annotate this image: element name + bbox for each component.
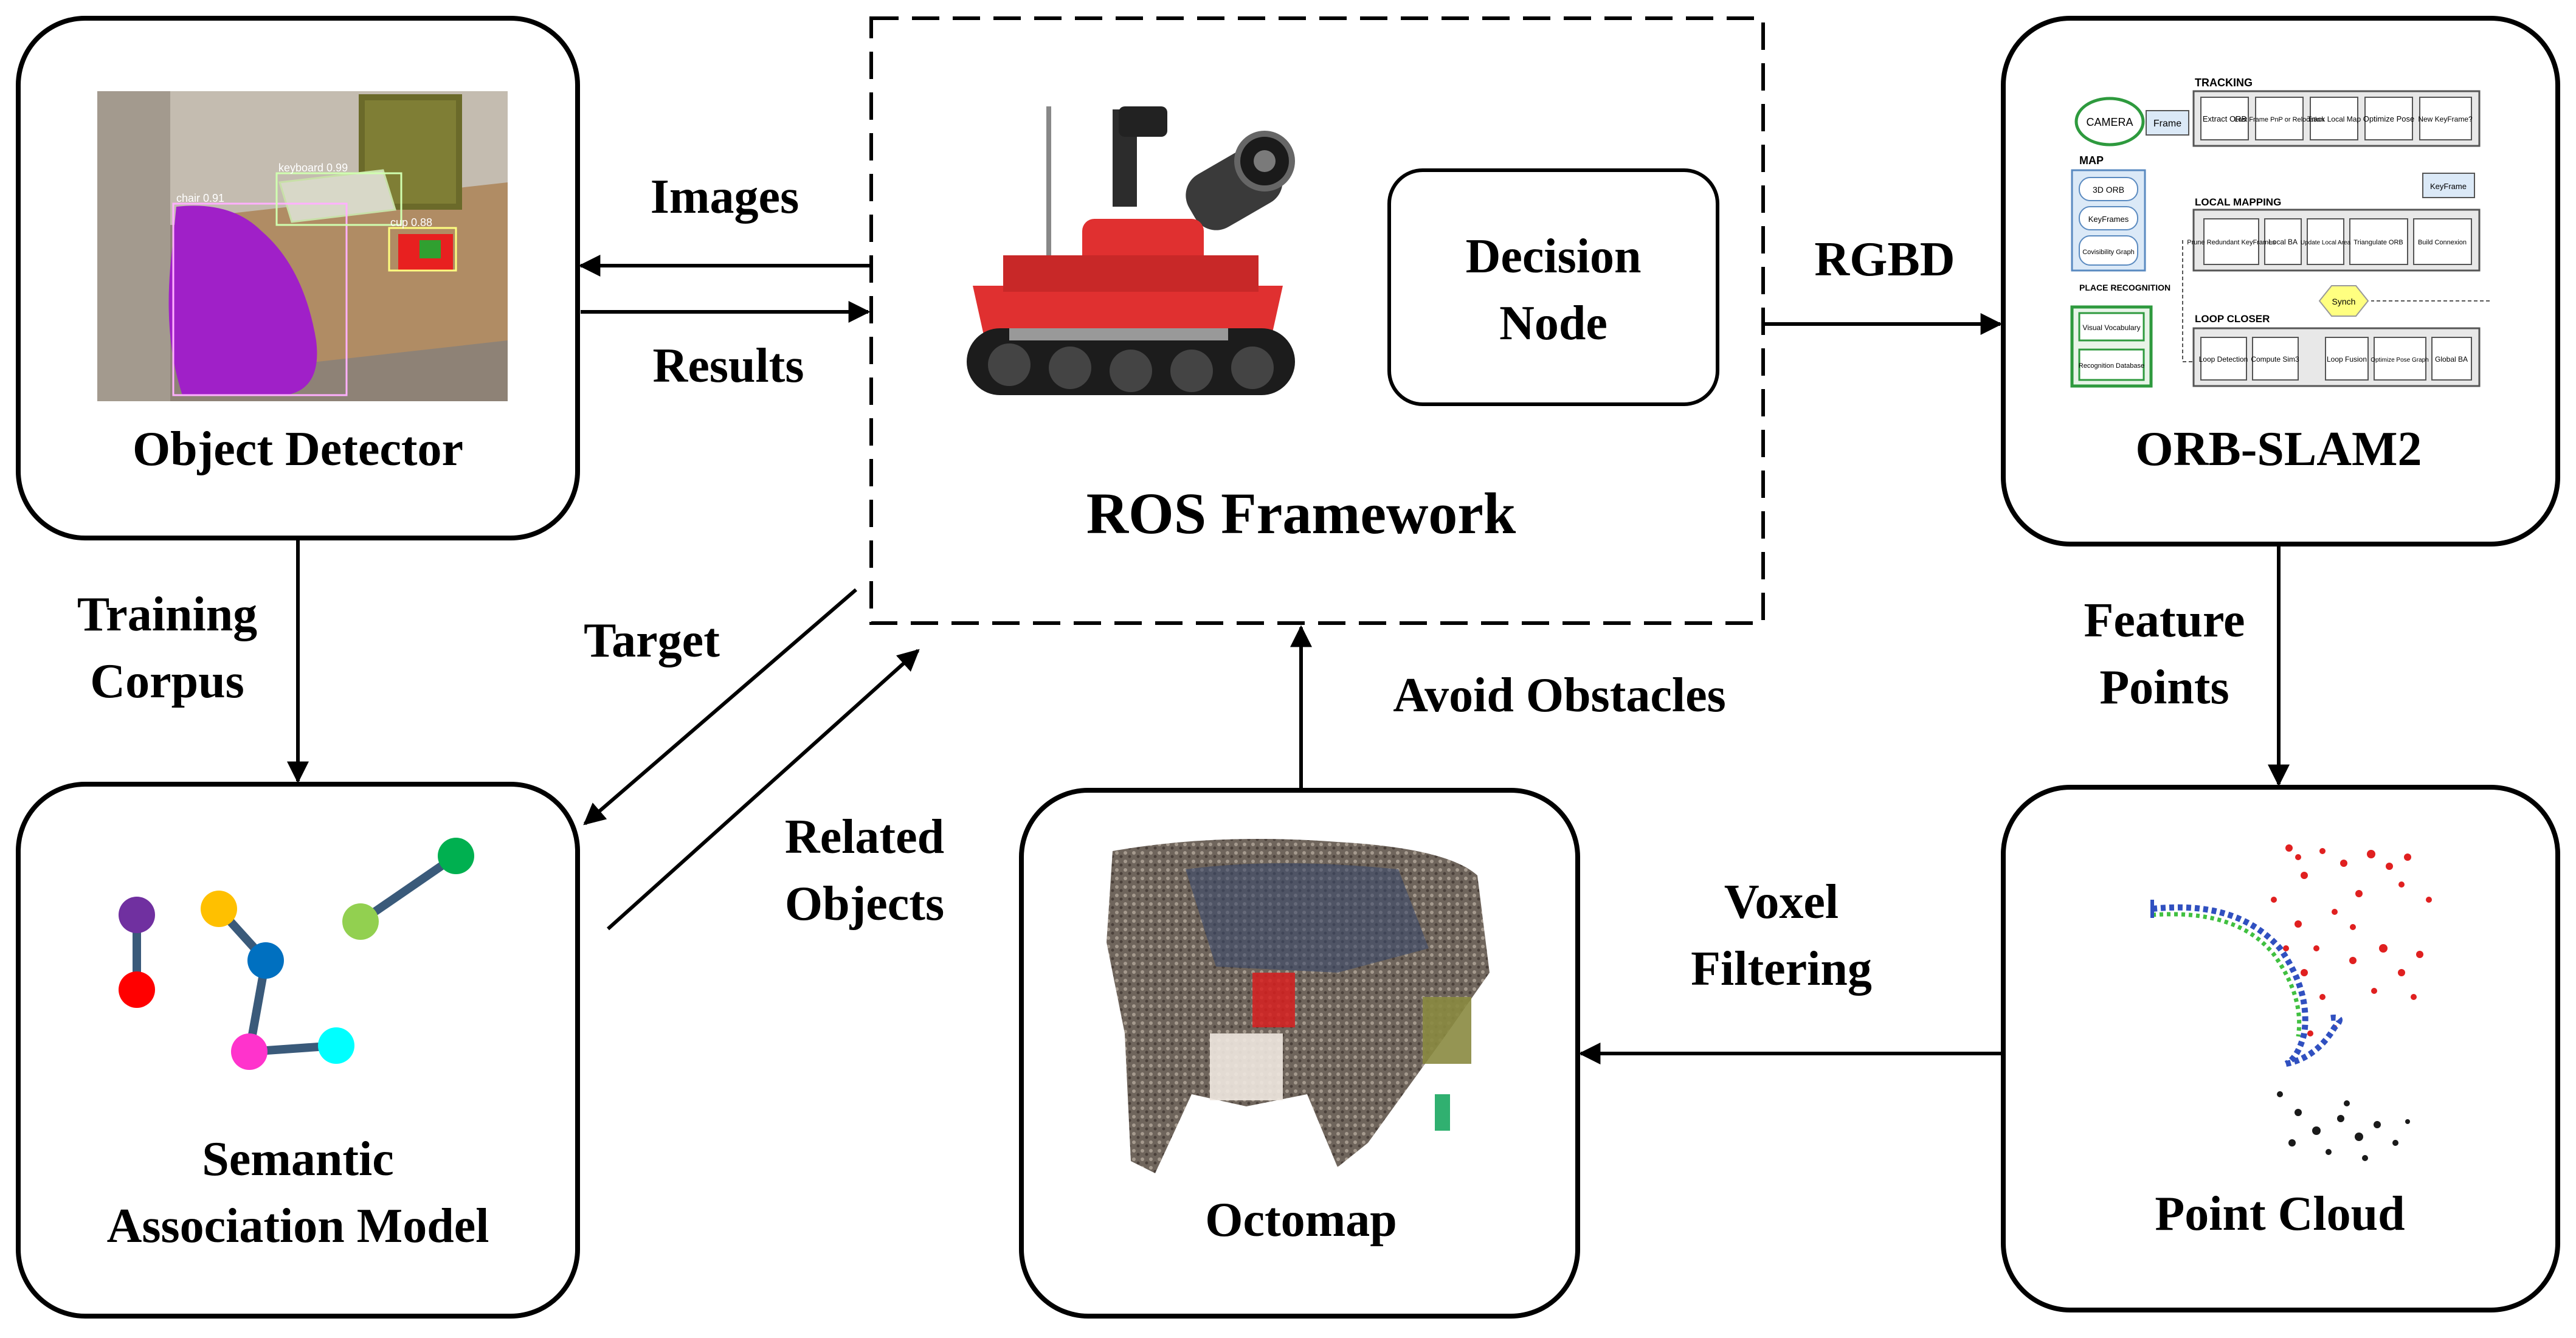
- orb-loop-closer: LOOP CLOSER: [2195, 313, 2270, 325]
- orb-map: MAP: [2079, 154, 2104, 167]
- edge-label-training-line2: Corpus: [90, 655, 244, 708]
- detection-label-keyboard: keyboard 0.99: [278, 162, 348, 174]
- semantic-model-line2: Association Model: [107, 1199, 489, 1253]
- orb-track-step-3: Track Local Map: [2307, 115, 2361, 123]
- graph-node-blue: [247, 942, 284, 979]
- orb-map-item-1: 3D ORB: [2093, 185, 2124, 195]
- orb-loop-step-5: Global BA: [2435, 355, 2468, 364]
- edge-label-voxel-line2: Filtering: [1691, 942, 1872, 996]
- orb-map-item-3: Covisibility Graph: [2082, 249, 2135, 256]
- detection-label-chair: chair 0.91: [176, 192, 224, 204]
- object-detector-node: chair 0.91 keyboard 0.99 cup 0.88 cabine…: [16, 16, 580, 540]
- object-detector-label: Object Detector: [133, 422, 463, 476]
- ros-framework-label: ROS Framework: [1086, 481, 1516, 546]
- orb-loop-step-2: Compute Sim3: [2251, 355, 2299, 364]
- octomap-label: Octomap: [1205, 1193, 1397, 1247]
- graph-node-pink: [231, 1033, 268, 1070]
- edge-label-target: Target: [584, 614, 720, 667]
- semantic-association-model-node: Semantic Association Model: [16, 782, 580, 1319]
- orb-local-mapping: LOCAL MAPPING: [2195, 196, 2281, 208]
- orb-frame: Frame: [2153, 119, 2181, 129]
- graph-node-yellow: [201, 891, 237, 927]
- orb-map-item-2: KeyFrames: [2088, 215, 2129, 224]
- point-cloud-image: [2150, 844, 2432, 1161]
- graph-node-cyan: [318, 1027, 354, 1064]
- orb-keyframe: KeyFrame: [2430, 182, 2467, 191]
- edge-label-training-line1: Training: [77, 588, 257, 641]
- edge-label-avoid-obstacles: Avoid Obstacles: [1393, 669, 1725, 722]
- edge-label-related-line2: Objects: [785, 877, 944, 931]
- octomap-node: Octomap: [1019, 788, 1580, 1319]
- edge-label-results: Results: [653, 339, 804, 393]
- detection-label-cup: cup 0.88: [390, 216, 432, 229]
- orb-camera: CAMERA: [2086, 116, 2133, 128]
- point-cloud-node: Point Cloud: [2001, 785, 2560, 1312]
- orb-lm-step-3: Update Local Area: [2301, 240, 2351, 246]
- orb-lm-step-2: Local BA: [2268, 238, 2298, 246]
- decision-node: Decision Node: [1387, 168, 1719, 406]
- orb-synch: Synch: [2332, 297, 2356, 306]
- orb-slam2-label: ORB-SLAM2: [2135, 422, 2422, 476]
- decision-node-line2: Node: [1499, 297, 1607, 350]
- edge-label-images: Images: [651, 170, 799, 224]
- orb-lm-step-1: Prune Redundant KeyFrames: [2187, 239, 2276, 246]
- edge-label-feature-line1: Feature: [2084, 594, 2245, 647]
- graph-node-purple: [119, 897, 155, 933]
- orb-slam2-inset: CAMERA Frame TRACKING Extract ORB Last F…: [2070, 77, 2490, 388]
- arrow-related-objects: [606, 649, 920, 931]
- decision-node-line1: Decision: [1466, 230, 1642, 283]
- graph-node-green: [438, 838, 474, 874]
- orb-place-item-2: Recognition Database: [2079, 362, 2144, 370]
- detection-label-cabinet: cabinet 0.99: [365, 81, 424, 94]
- orb-track-step-5: New KeyFrame?: [2418, 115, 2473, 123]
- semantic-model-line1: Semantic: [202, 1133, 394, 1186]
- orb-lm-step-4: Triangulate ORB: [2353, 239, 2403, 246]
- orb-lm-step-5: Build Connexion: [2418, 239, 2467, 246]
- edge-label-voxel-line1: Voxel: [1724, 875, 1839, 929]
- orb-track-step-2: Last Frame PnP or Relocation: [2234, 116, 2324, 123]
- edge-label-related-line1: Related: [785, 810, 944, 864]
- edge-label-feature-line2: Points: [2099, 661, 2229, 714]
- robot-image: [967, 106, 1295, 395]
- point-cloud-label: Point Cloud: [2155, 1187, 2405, 1241]
- orb-loop-step-1: Loop Detection: [2199, 355, 2248, 364]
- orb-loop-step-4: Optimize Pose Graph: [2371, 357, 2429, 364]
- arrow-target: [583, 588, 857, 826]
- orb-place-item-1: Visual Vocabulary: [2082, 323, 2140, 332]
- orb-tracking: TRACKING: [2195, 77, 2253, 89]
- orb-place-recognition: PLACE RECOGNITION: [2079, 283, 2170, 292]
- octomap-image: [1107, 839, 1490, 1173]
- ros-framework-node: Decision Node ROS Framework: [869, 16, 1765, 625]
- graph-node-light-green: [342, 903, 379, 940]
- detector-photo: chair 0.91 keyboard 0.99 cup 0.88 cabine…: [97, 81, 508, 401]
- edge-labels: Images Results RGBD Training Corpus Targ…: [77, 170, 2245, 996]
- orb-loop-step-3: Loop Fusion: [2327, 355, 2367, 364]
- semantic-graph: [119, 838, 474, 1070]
- orb-track-step-4: Optimize Pose: [2363, 114, 2415, 123]
- edges: [287, 255, 2290, 1064]
- graph-node-red: [119, 971, 155, 1008]
- orb-track-step-1: Extract ORB: [2203, 114, 2246, 123]
- orb-slam2-node: CAMERA Frame TRACKING Extract ORB Last F…: [2001, 16, 2560, 547]
- edge-label-rgbd: RGBD: [1814, 233, 1955, 286]
